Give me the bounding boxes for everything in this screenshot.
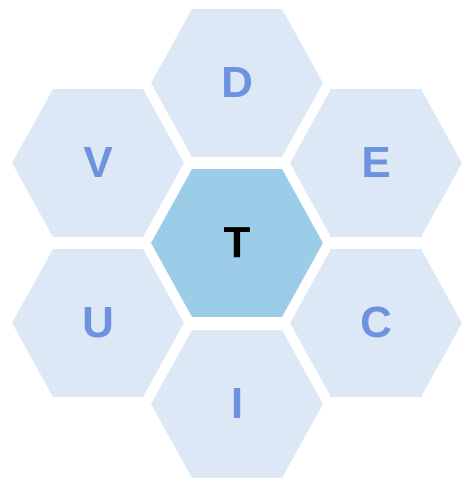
- hex-letter: I: [230, 379, 244, 428]
- hex-tile-bottom[interactable]: I: [151, 330, 323, 478]
- hex-tile-center[interactable]: T: [151, 169, 323, 317]
- hex-letter: U: [82, 298, 114, 347]
- hex-tile-lower-left[interactable]: U: [12, 249, 184, 397]
- center-letter: T: [223, 218, 251, 267]
- hex-tile-upper-right[interactable]: E: [290, 89, 462, 237]
- hex-letter: D: [221, 58, 253, 107]
- hex-letter: E: [361, 138, 391, 187]
- hex-letter: V: [83, 138, 113, 187]
- hex-tile-lower-right[interactable]: C: [290, 249, 462, 397]
- hex-tile-upper-left[interactable]: V: [12, 89, 184, 237]
- hex-letter: C: [360, 298, 392, 347]
- hex-tile-top[interactable]: D: [151, 9, 323, 157]
